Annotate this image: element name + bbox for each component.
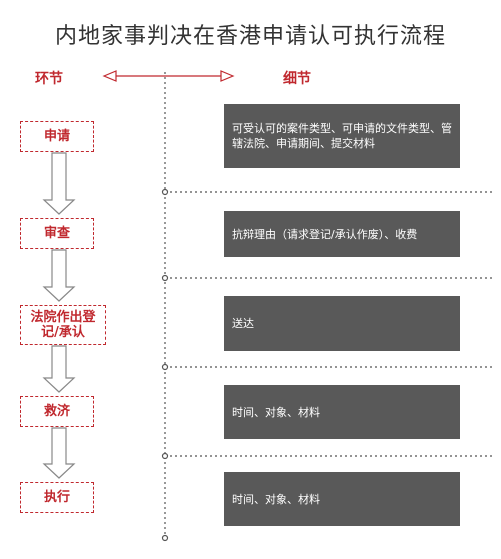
page-title: 内地家事判决在香港申请认可执行流程 (54, 24, 446, 49)
detail-enforce: 时间、对象、材料 (224, 472, 460, 526)
step-enforce: 执行 (20, 482, 94, 513)
detail-remedy: 时间、对象、材料 (224, 385, 460, 439)
header-stage: 环节 (35, 71, 63, 87)
step-review: 审查 (20, 218, 94, 249)
down-arrow-icon (42, 427, 76, 479)
timeline-node (161, 363, 169, 371)
timeline-node (161, 452, 169, 460)
detail-apply: 可受认可的案件类型、可申请的文件类型、管辖法院、申请期间、提交材料 (224, 104, 460, 168)
down-arrow-icon (42, 249, 76, 302)
double-arrow-icon (102, 70, 235, 82)
timeline-node (161, 188, 169, 196)
down-arrow-icon (42, 345, 76, 393)
detail-register: 送达 (224, 296, 460, 351)
step-register: 法院作出登记/承认 (20, 305, 106, 345)
timeline-end-node (161, 534, 169, 542)
detail-review: 抗辩理由（请求登记/承认作废）、收费 (224, 211, 460, 257)
header-details: 细节 (283, 71, 311, 87)
step-remedy: 救济 (20, 396, 94, 427)
timeline-node (161, 274, 169, 282)
down-arrow-icon (42, 152, 76, 215)
step-apply: 申请 (20, 121, 94, 152)
